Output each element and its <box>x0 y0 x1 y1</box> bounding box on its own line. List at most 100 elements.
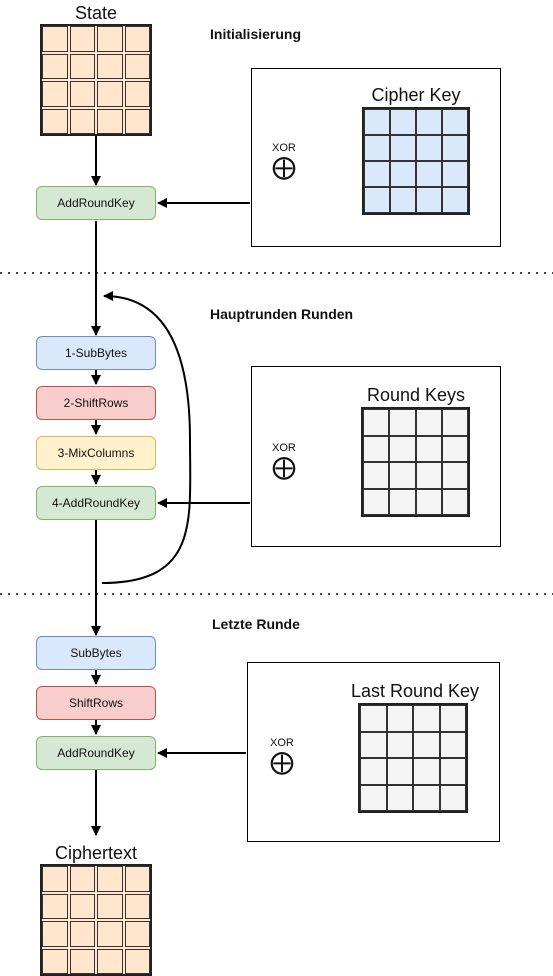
key-cell <box>390 161 416 187</box>
key-cell <box>442 109 468 135</box>
key-cell <box>413 731 440 758</box>
state-cell <box>124 893 150 919</box>
main-shiftrows-step: 2-ShiftRows <box>36 386 156 420</box>
key-cell <box>364 187 390 213</box>
key-cell <box>386 731 413 758</box>
state-cell <box>97 26 123 52</box>
state-cell <box>69 81 95 107</box>
key-cell <box>389 462 416 489</box>
state-cell <box>97 53 123 79</box>
state-cell <box>42 921 68 947</box>
state-cell <box>124 26 150 52</box>
key-cell <box>416 187 442 213</box>
section-title-main: Hauptrunden Runden <box>210 306 354 322</box>
key-cell <box>441 435 468 462</box>
key-cell <box>363 435 390 462</box>
round-keys-grid <box>361 407 470 517</box>
xor-icon: ⨁ <box>272 154 296 181</box>
state-cell <box>124 921 150 947</box>
state-cell <box>69 921 95 947</box>
key-cell <box>386 705 413 732</box>
key-cell <box>413 758 440 785</box>
xor-icon: ⨁ <box>272 454 296 481</box>
key-cell <box>441 488 468 515</box>
key-cell <box>415 488 442 515</box>
key-cell <box>439 731 466 758</box>
state-cell <box>42 948 68 974</box>
key-cell <box>389 409 416 436</box>
state-cell <box>69 866 95 892</box>
key-cell <box>389 435 416 462</box>
cipher-key-grid <box>362 107 470 215</box>
init-addroundkey-step: AddRoundKey <box>36 186 156 220</box>
state-cell <box>124 81 150 107</box>
ciphertext-grid <box>40 864 152 976</box>
section-title-init: Initialisierung <box>210 26 302 42</box>
state-cell <box>97 893 123 919</box>
key-cell <box>441 409 468 436</box>
key-cell <box>439 758 466 785</box>
key-cell <box>415 409 442 436</box>
key-cell <box>413 784 440 811</box>
state-title: State <box>74 3 118 23</box>
ciphertext-title: Ciphertext <box>54 843 138 863</box>
key-cell <box>413 705 440 732</box>
state-cell <box>124 108 150 134</box>
state-cell <box>42 866 68 892</box>
key-cell <box>363 488 390 515</box>
main-addroundkey-step: 4-AddRoundKey <box>36 486 156 520</box>
key-cell <box>390 187 416 213</box>
state-cell <box>97 108 123 134</box>
state-cell <box>42 108 68 134</box>
key-cell <box>441 462 468 489</box>
state-cell <box>97 866 123 892</box>
key-cell <box>360 784 387 811</box>
key-cell <box>415 462 442 489</box>
main-subbytes-step: 1-SubBytes <box>36 336 156 370</box>
state-cell <box>97 81 123 107</box>
cipher-key-title: Cipher Key <box>371 85 461 105</box>
loop-arrow <box>101 291 192 584</box>
xor-icon: ⨁ <box>270 749 294 776</box>
key-cell <box>386 758 413 785</box>
key-cell <box>416 161 442 187</box>
state-cell <box>42 53 68 79</box>
last-round-key-grid <box>358 703 468 813</box>
state-cell <box>69 53 95 79</box>
key-cell <box>364 135 390 161</box>
state-cell <box>69 893 95 919</box>
key-cell <box>364 109 390 135</box>
state-cell <box>124 53 150 79</box>
state-grid <box>40 24 152 136</box>
xor-label: XOR <box>272 142 296 154</box>
section-title-final: Letzte Runde <box>212 616 300 632</box>
key-cell <box>390 135 416 161</box>
xor-label: XOR <box>270 737 294 749</box>
key-cell <box>363 462 390 489</box>
state-cell <box>69 948 95 974</box>
final-shiftrows-step: ShiftRows <box>36 686 156 720</box>
key-cell <box>389 488 416 515</box>
final-subbytes-step: SubBytes <box>36 636 156 670</box>
key-cell <box>415 435 442 462</box>
key-cell <box>363 409 390 436</box>
key-cell <box>386 784 413 811</box>
key-cell <box>360 731 387 758</box>
state-cell <box>69 108 95 134</box>
final-addroundkey-step: AddRoundKey <box>36 736 156 770</box>
state-cell <box>97 948 123 974</box>
key-cell <box>360 705 387 732</box>
state-cell <box>42 26 68 52</box>
key-cell <box>442 187 468 213</box>
key-cell <box>360 758 387 785</box>
key-cell <box>364 161 390 187</box>
last-round-key-title: Last Round Key <box>350 681 480 701</box>
key-cell <box>439 705 466 732</box>
key-cell <box>416 135 442 161</box>
state-cell <box>124 948 150 974</box>
round-keys-title: Round Keys <box>366 385 466 405</box>
key-cell <box>439 784 466 811</box>
state-cell <box>97 921 123 947</box>
main-mixcolumns-step: 3-MixColumns <box>36 436 156 470</box>
